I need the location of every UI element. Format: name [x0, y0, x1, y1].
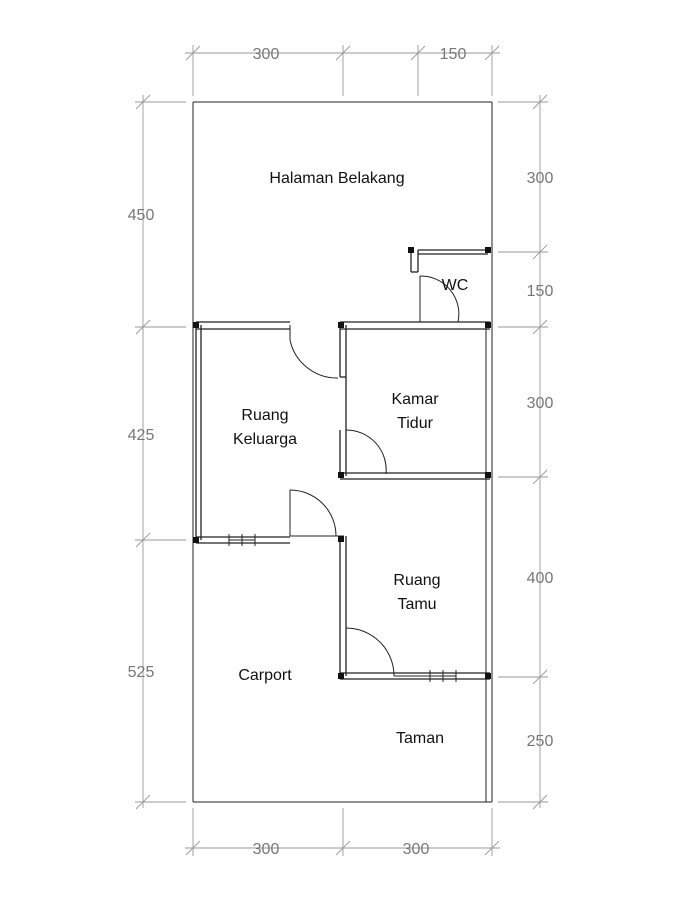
- dimension-label-right-5: 250: [527, 733, 554, 750]
- dimension-label-right-3: 300: [527, 395, 554, 412]
- room-label-tamu-line1: Ruang: [393, 572, 440, 589]
- walls: [192, 101, 493, 803]
- room-label-kamar-line2: Tidur: [397, 415, 434, 432]
- room-label-halaman-belakang: Halaman Belakang: [269, 170, 404, 187]
- dimension-label-left-2: 425: [128, 427, 155, 444]
- room-label-wc: WC: [442, 277, 469, 294]
- room-label-carport: Carport: [238, 667, 292, 684]
- room-label-keluarga-line2: Keluarga: [233, 431, 297, 448]
- room-label-taman: Taman: [396, 730, 444, 747]
- dimension-label-right-1: 300: [527, 170, 554, 187]
- dimension-label-bottom-right: 300: [403, 841, 430, 858]
- dimension-label-left-1: 450: [128, 207, 155, 224]
- columns: [193, 247, 491, 679]
- dimension-label-left-3: 525: [128, 664, 155, 681]
- room-label-keluarga-line1: Ruang: [241, 407, 288, 424]
- dimension-label-top-left: 300: [253, 46, 280, 63]
- dimension-label-right-2: 150: [527, 283, 554, 300]
- dimension-label-bottom-left: 300: [253, 841, 280, 858]
- dimension-label-top-right: 150: [440, 46, 467, 63]
- doors: [289, 275, 460, 677]
- dimension-label-right-4: 400: [527, 570, 554, 587]
- room-label-tamu-line2: Tamu: [397, 596, 436, 613]
- dimension-lines: [135, 45, 548, 856]
- room-label-kamar-line1: Kamar: [391, 391, 439, 408]
